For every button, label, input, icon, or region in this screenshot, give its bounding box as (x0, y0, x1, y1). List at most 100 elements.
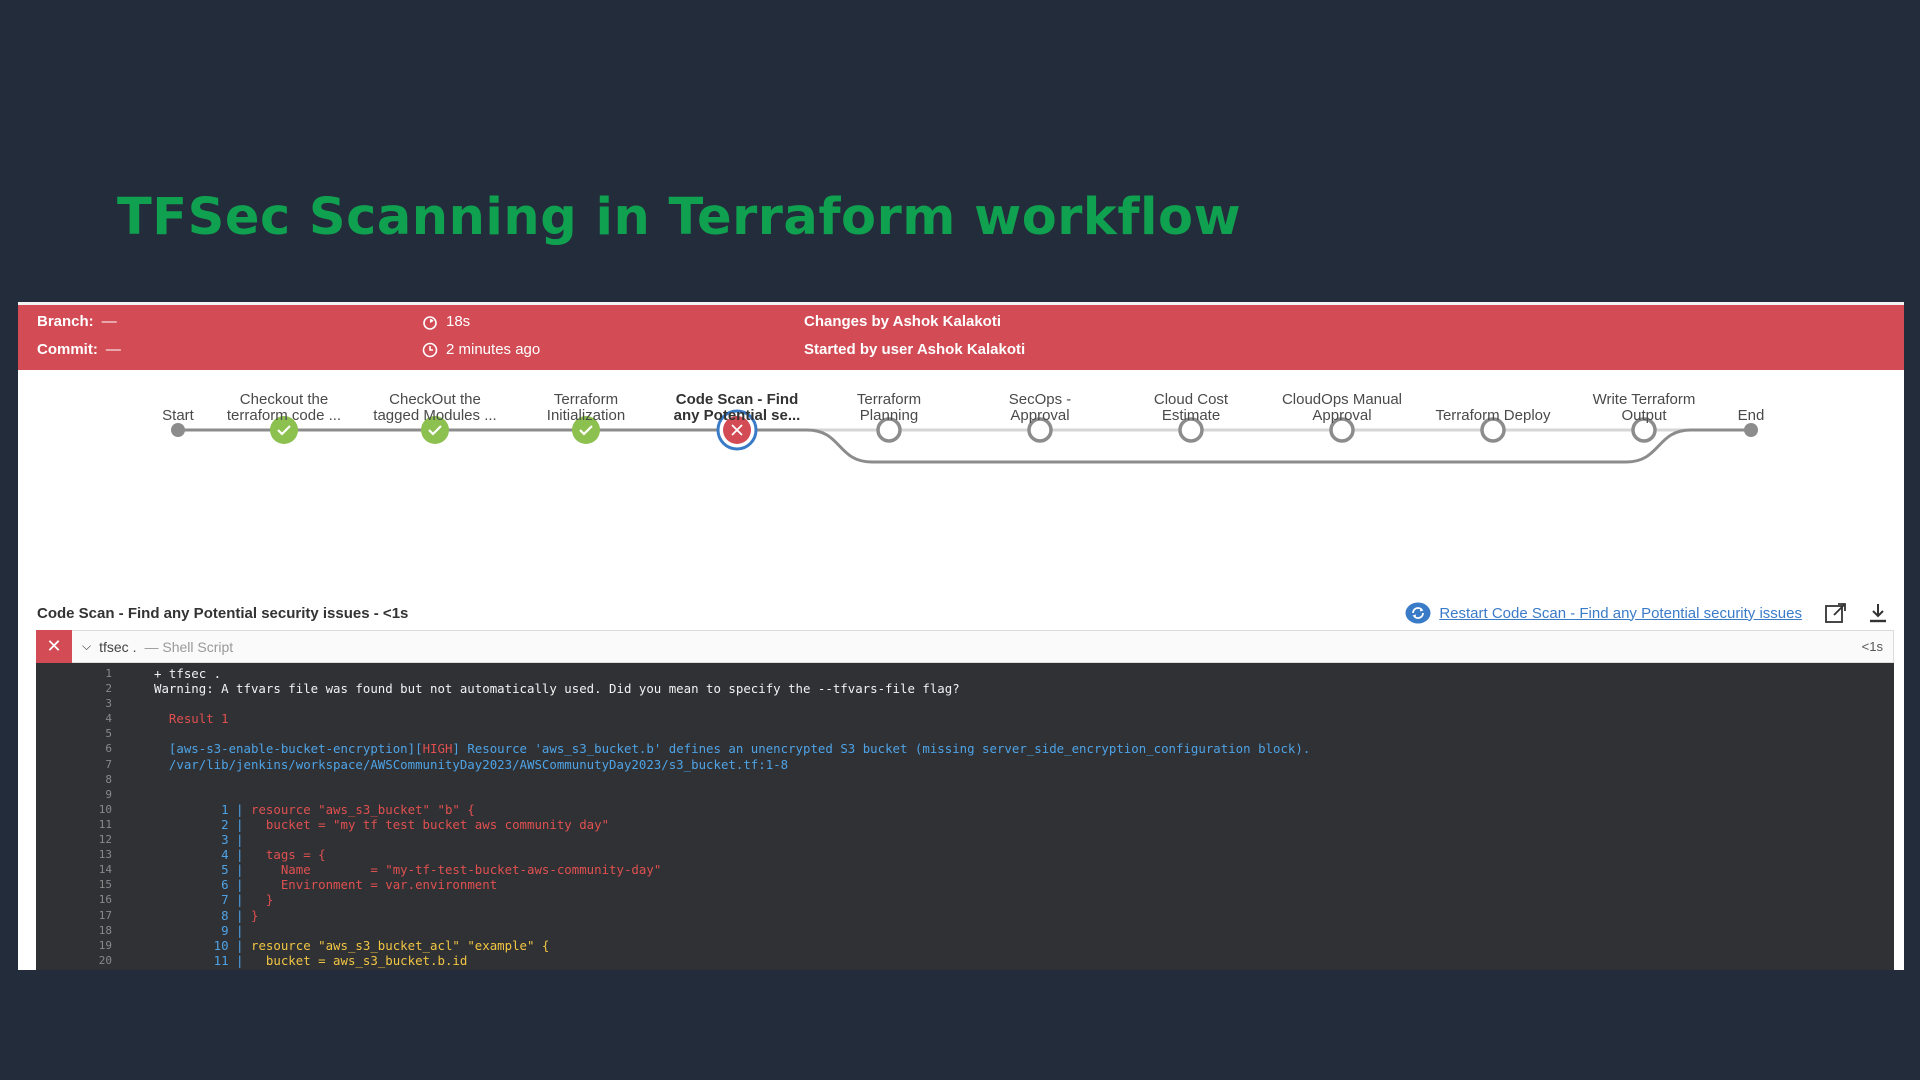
line-segment: resource "aws_s3_bucket" "b" { (250, 801, 475, 817)
stage-label[interactable]: Terraform Deploy (1418, 392, 1568, 424)
console-line: 16 7 | } (36, 892, 1894, 907)
line-number[interactable]: 1 (105, 667, 112, 680)
stage-node-not-built[interactable] (876, 417, 902, 443)
line-segment: bucket = aws_s3_bucket.b.id (250, 952, 468, 968)
stage-label[interactable]: SecOps -Approval (965, 392, 1115, 424)
time-ago-info: 2 minutes ago (422, 341, 540, 358)
stage-node-success[interactable] (270, 416, 298, 444)
line-number[interactable]: 11 (98, 817, 112, 831)
console-line: 9 (36, 787, 1894, 802)
line-number[interactable]: 2 (105, 682, 112, 696)
stage-label-line2: Planning (859, 408, 919, 424)
step-title-text: Code Scan - Find any Potential security … (37, 605, 370, 622)
stage-label-line1 (1418, 392, 1568, 408)
stage-label-line1: Terraform (856, 392, 922, 408)
line-number[interactable]: 14 (98, 863, 112, 877)
line-segment: 4 | (154, 847, 251, 863)
console-line: 6 [aws-s3-enable-bucket-encryption][HIGH… (36, 741, 1894, 756)
line-number[interactable]: 8 (105, 772, 112, 786)
close-icon (731, 424, 743, 436)
line-segment: resource "aws_s3_bucket_acl" "example" { (250, 937, 550, 953)
line-segment: 3 | (154, 832, 251, 848)
line-number[interactable]: 15 (98, 878, 112, 892)
line-text: /var/lib/jenkins/workspace/AWSCommunityD… (154, 756, 789, 772)
line-text (112, 787, 154, 802)
stage-node-not-built[interactable] (1027, 417, 1053, 443)
stage-node-not-built[interactable] (1329, 417, 1355, 443)
line-segment: 1 | (154, 801, 251, 817)
line-number[interactable]: 20 (98, 953, 112, 967)
line-text (112, 696, 154, 711)
line-text: Result 1 (154, 711, 229, 727)
line-text: [aws-s3-enable-bucket-encryption][HIGH] … (112, 741, 1310, 756)
line-text: 11 | bucket = aws_s3_bucket.b.id (112, 952, 468, 968)
shell-duration: <1s (1861, 639, 1883, 654)
line-number[interactable]: 19 (98, 938, 112, 952)
download-icon[interactable] (1866, 601, 1890, 625)
console-line: 5 (36, 726, 1894, 741)
stage-label-line1: SecOps - (1008, 392, 1072, 408)
stage-node-not-built[interactable] (1480, 417, 1506, 443)
line-text: 2 | bucket = "my tf test bucket aws comm… (112, 817, 609, 832)
console-line: 2 Warning: A tfvars file was found but no… (36, 681, 1894, 696)
line-segment: 7 | (154, 892, 251, 908)
check-icon (579, 425, 593, 436)
line-number[interactable]: 21 (36, 968, 112, 970)
line-segment: ] Resource 'aws_s3_bucket.b' defines an … (452, 741, 1311, 757)
stage-node-success[interactable] (572, 416, 600, 444)
line-number[interactable]: 17 (98, 908, 112, 922)
stage-node-not-built[interactable] (1178, 417, 1204, 443)
line-segment: tags = { (250, 847, 326, 863)
started-by-text: Started by user Ashok Kalakoti (804, 341, 1026, 358)
line-number[interactable]: 3 (105, 697, 112, 711)
step-duration: - <1s (373, 605, 409, 622)
line-segment: 2 | (154, 816, 251, 832)
line-text: + tfsec . (154, 666, 222, 681)
line-segment: } (250, 892, 274, 908)
stage-label-line2: terraform code ... (226, 408, 342, 424)
line-number[interactable]: 9 (105, 787, 112, 801)
line-number[interactable]: 10 (98, 802, 112, 816)
console-line: 12 3 | (36, 832, 1894, 847)
console-line: 4 Result 1 (36, 711, 1894, 726)
open-in-new-window-icon[interactable] (1824, 601, 1848, 625)
line-number[interactable]: 16 (98, 893, 112, 907)
console-line: 21 (36, 968, 1894, 970)
commit-label: Commit: (37, 341, 98, 358)
console-line: 3 (36, 696, 1894, 711)
console-line: 17 8 | } (36, 908, 1894, 923)
shell-step-bar[interactable]: ✕ ⌵ tfsec . — Shell Script <1s (36, 630, 1894, 663)
stage-node-not-built[interactable] (1631, 417, 1657, 443)
chevron-down-icon[interactable]: ⌵ (82, 639, 92, 653)
stage-label-line2: Initialization (546, 408, 626, 424)
started-by: Started by user Ashok Kalakoti (804, 341, 1025, 358)
line-text: Warning: A tfvars file was found but not… (154, 681, 960, 697)
line-number[interactable]: 13 (98, 848, 112, 862)
console-line: 10 1 | resource "aws_s3_bucket" "b" { (36, 802, 1894, 817)
line-number[interactable]: 7 (105, 757, 112, 771)
console-line: 8 (36, 772, 1894, 787)
line-number[interactable]: 6 (105, 742, 112, 756)
restart-stage-link[interactable]: Restart Code Scan - Find any Potential s… (1405, 602, 1802, 624)
line-segment: Environment = var.environment (250, 877, 498, 893)
stage-label-line1: Code Scan - Find (675, 392, 799, 408)
line-number[interactable]: 4 (105, 712, 112, 726)
stage-label[interactable]: End (1676, 392, 1826, 424)
shell-command: tfsec . (99, 638, 137, 655)
stage-node-success[interactable] (421, 416, 449, 444)
line-segment: Name = "my-tf-test-bucket-aws-community-… (250, 862, 662, 878)
line-number[interactable]: 12 (98, 833, 112, 847)
line-text: 9 | (112, 923, 251, 938)
line-number[interactable]: 5 (105, 727, 112, 741)
line-number[interactable]: 18 (98, 923, 112, 937)
end-node (1744, 423, 1758, 437)
changes-text: Changes by Ashok Kalakoti (804, 313, 1001, 330)
console-line: 19 10 | resource "aws_s3_bucket_acl" "ex… (36, 938, 1894, 953)
